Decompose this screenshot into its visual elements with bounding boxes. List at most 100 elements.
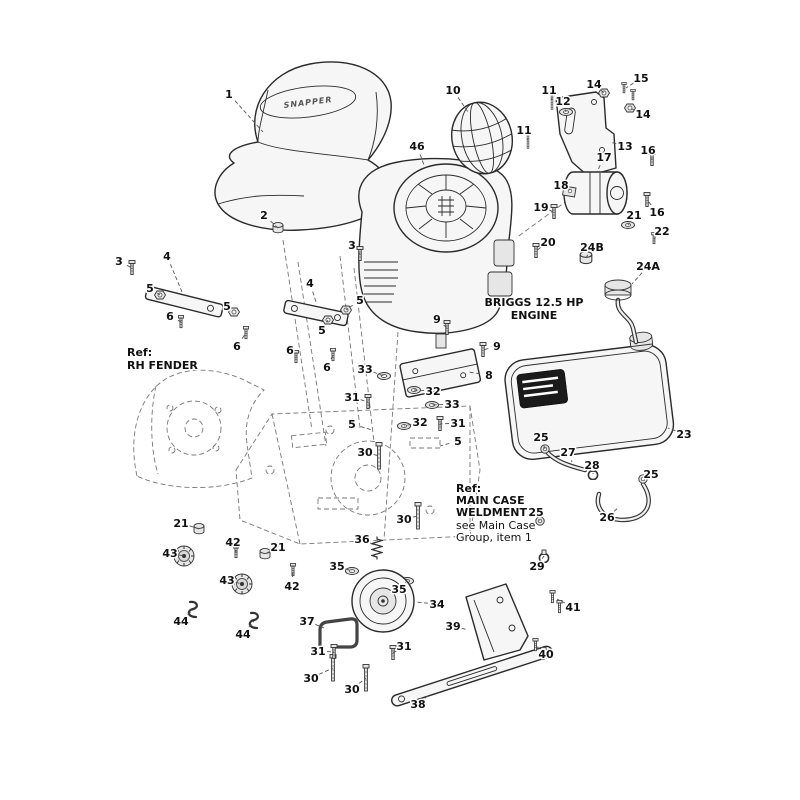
leader-line-37 (315, 624, 325, 629)
blade-bar-part (391, 645, 553, 707)
leader-line-11 (526, 138, 529, 141)
leader-line-34 (415, 601, 429, 604)
callout-5: 5 (348, 418, 356, 431)
leader-line-31 (439, 423, 450, 425)
s-hook-icon (248, 611, 259, 630)
callout-31: 31 (310, 645, 325, 658)
leader-line-39 (461, 627, 469, 631)
callout-18: 18 (553, 179, 568, 192)
engine-label: BRIGGS 12.5 HP ENGINE (483, 295, 585, 324)
callout-9: 9 (493, 340, 501, 353)
callout-24B: 24B (580, 241, 604, 254)
screw-icon (128, 260, 136, 275)
engine-part (358, 157, 515, 349)
leader-line-14 (600, 89, 605, 94)
screw-icon (643, 192, 651, 207)
leader-line-38 (424, 693, 431, 699)
pulley-part (345, 536, 415, 633)
main-case-ref-line3: WELDMENT (456, 506, 527, 519)
callout-31: 31 (450, 417, 465, 430)
debris-screen-part (451, 101, 513, 175)
leader-line-21 (627, 222, 630, 226)
callout-24A: 24A (636, 260, 660, 273)
leader-line-5 (439, 442, 450, 447)
leader-line-13 (609, 141, 617, 145)
leader-line-43 (235, 581, 243, 585)
callout-34: 34 (429, 598, 445, 611)
callout-16: 16 (649, 206, 665, 219)
callout-11: 11 (516, 124, 531, 137)
leader-line-44 (248, 620, 255, 628)
callout-16: 16 (640, 144, 656, 157)
leader-line-46 (419, 154, 425, 166)
leader-line-32 (413, 389, 425, 391)
main-case-ref-line2: MAIN CASE (456, 494, 525, 507)
callout-17: 17 (596, 151, 611, 164)
leader-line-36 (369, 542, 377, 547)
alignment-dashed-lines (282, 199, 569, 541)
leader-line-20 (535, 247, 542, 252)
main-case-ref-line1: Ref: (456, 482, 481, 495)
leader-line-30 (373, 454, 380, 457)
rh-fender-ref-outline (133, 369, 265, 488)
leader-line-3 (126, 264, 133, 269)
bolt-icon (414, 502, 422, 530)
callout-39: 39 (445, 620, 460, 633)
leader-line-24B (585, 254, 589, 259)
callout-6: 6 (233, 340, 241, 353)
callout-5: 5 (146, 282, 154, 295)
fender-ref-line2: RH FENDER (127, 359, 198, 372)
screw-icon (556, 600, 563, 614)
callout-23: 23 (676, 428, 691, 441)
callout-21: 21 (626, 209, 641, 222)
leader-line-24A (631, 272, 643, 285)
callout-32: 32 (425, 385, 440, 398)
callout-28: 28 (584, 459, 599, 472)
callout-21: 21 (270, 541, 285, 554)
leader-line-14 (629, 107, 636, 111)
callout-20: 20 (540, 236, 556, 249)
fuel-line-parts (535, 444, 651, 563)
fuel-tank-part (504, 331, 675, 461)
leader-line-35 (345, 568, 353, 572)
callout-30: 30 (396, 513, 412, 526)
engine-side-detail (487, 271, 513, 297)
leader-line-6 (330, 354, 334, 360)
callout-19: 19 (533, 201, 548, 214)
callout-29: 29 (529, 560, 544, 573)
leader-line-10 (457, 97, 469, 113)
callout-26: 26 (599, 511, 615, 524)
callout-31: 31 (344, 391, 359, 404)
main-case-ref-label: Ref: MAIN CASE WELDMENT see Main Case Gr… (455, 481, 538, 546)
callout-25: 25 (643, 468, 658, 481)
leader-line-32 (403, 423, 412, 427)
callout-1: 1 (225, 88, 233, 101)
fender-ref-line1: Ref: (127, 346, 152, 359)
deflector-shield-part (399, 348, 482, 398)
callout-37: 37 (299, 615, 314, 628)
leader-line-30 (319, 667, 334, 675)
leader-line-8 (467, 371, 481, 375)
leader-line-4 (312, 291, 317, 303)
callout-4: 4 (163, 250, 171, 263)
callout-31: 31 (396, 640, 411, 653)
leader-line-6 (241, 332, 247, 339)
leader-line-43 (178, 554, 185, 557)
leader-line-9 (482, 348, 489, 351)
fender-ref-label: Ref: RH FENDER (126, 345, 200, 374)
leader-line-26 (613, 507, 619, 512)
screw-icon (549, 590, 556, 604)
leader-line-5 (157, 292, 161, 296)
callout-11: 11 (541, 84, 556, 97)
seat-bracket-strip-right (283, 299, 349, 327)
leader-line-27 (570, 460, 573, 463)
leader-line-35 (405, 580, 408, 583)
fuel-cap-24a-part (604, 279, 639, 345)
leader-line-30 (412, 515, 419, 518)
callout-38: 38 (410, 698, 425, 711)
callout-42: 42 (225, 536, 240, 549)
callout-2: 2 (260, 209, 268, 222)
idler-rod-part (318, 617, 359, 650)
callout-41: 41 (565, 601, 580, 614)
